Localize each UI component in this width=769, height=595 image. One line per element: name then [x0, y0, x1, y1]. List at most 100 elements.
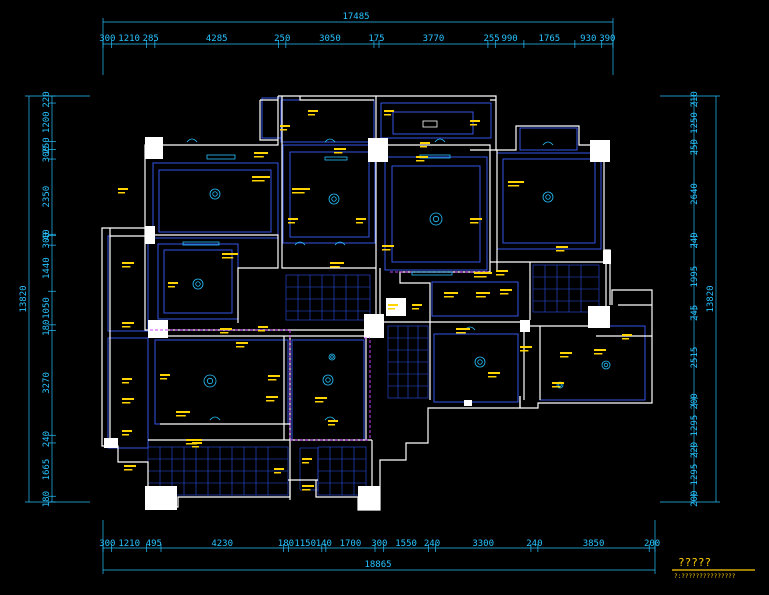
ceiling-annotation-mark [388, 308, 395, 310]
ceiling-annotation-mark [122, 402, 131, 404]
bottom_dims-dimension: 180 [278, 539, 294, 549]
linear-light-icon [206, 154, 236, 160]
ceiling-light-core-icon [432, 215, 440, 223]
ceiling-annotation-mark [266, 400, 275, 402]
left_dims-dimension: 40 [42, 229, 52, 240]
ceiling-annotation-mark [560, 356, 569, 358]
ceiling-annotation-marks [118, 110, 632, 491]
ceiling-annotation-mark [258, 330, 265, 332]
top_dims-dimension: 300 [99, 34, 115, 44]
ceiling-annotation-mark [500, 293, 509, 295]
left_dims-dimension: 220 [42, 91, 52, 107]
top_dims-dimension: 990 [501, 34, 517, 44]
ceiling-annotation-mark [252, 180, 265, 182]
bottom_dims-dimension: 1210 [118, 539, 140, 549]
ceiling-annotation-mark [444, 296, 454, 298]
right_dims-dimension: 2515 [690, 347, 700, 369]
right_dims-dimension: 1995 [690, 266, 700, 288]
ceiling-light-icon [429, 212, 443, 226]
ceiling-light-core-icon [603, 362, 609, 368]
ceiling-annotation-mark [268, 379, 277, 381]
bottom_dims-dimension: 3850 [583, 539, 605, 549]
downlight-icon [186, 138, 198, 143]
ceiling-annotation-mark [315, 397, 327, 399]
ceiling-annotation-mark [496, 274, 505, 276]
ceiling-annotation-mark [496, 270, 508, 272]
left_dims-dimension: 180 [42, 320, 52, 336]
ceiling-annotation-mark [288, 222, 295, 224]
top_dims-dimension: 250 [274, 34, 290, 44]
top_dims-dimension: 930 [580, 34, 596, 44]
overall-right-dimension: 13820 [706, 285, 716, 312]
ceiling-light-core-icon [195, 281, 201, 287]
downlight-icon [434, 138, 446, 143]
bottom_dims-dimension: 140 [316, 539, 332, 549]
bottom_dims-dimension: 240 [424, 539, 440, 549]
ceiling-annotation-mark [220, 332, 229, 334]
ceiling-annotation-mark [292, 188, 310, 190]
ceiling-annotation-mark [220, 328, 232, 330]
dimension-lines [25, 18, 720, 574]
ceiling-light-icon [322, 374, 334, 386]
ceiling-annotation-mark [594, 353, 603, 355]
ceiling-annotation-mark [508, 185, 520, 187]
ceiling-annotation-mark [254, 156, 264, 158]
ceiling-annotation-mark [308, 114, 315, 116]
ceiling-annotation-mark [122, 262, 134, 264]
ceiling-annotation-mark [476, 292, 490, 294]
hidden-lines [150, 271, 490, 441]
ceiling-annotation-mark [168, 282, 178, 284]
ceiling-annotation-mark [552, 382, 564, 384]
ceiling-annotation-mark [508, 181, 524, 183]
left_dims-dimension: 300 [42, 232, 52, 248]
linear-light-icon [324, 156, 348, 161]
left_dims-dimension: 180 [42, 491, 52, 507]
bottom_dims-dimension: 495 [146, 539, 162, 549]
downlight-icon [209, 416, 221, 421]
bottom_dims-dimension: 200 [644, 539, 660, 549]
ceiling-light-icon [328, 353, 336, 361]
right_dims-dimension: 1295 [690, 415, 700, 437]
ceiling-annotation-mark [356, 218, 366, 220]
top_dims-dimension: 255 [483, 34, 499, 44]
left_dims-dimension: 240 [42, 431, 52, 447]
ceiling-annotation-mark [122, 430, 132, 432]
right_dims-dimension: 2640 [690, 183, 700, 205]
ceiling-light-icon [192, 278, 204, 290]
ceiling-annotation-mark [420, 142, 430, 144]
ceiling-annotation-mark [556, 246, 568, 248]
top_dims-dimension: 390 [599, 34, 615, 44]
ceiling-annotation-mark [118, 188, 128, 190]
exhaust-fan-icon [422, 120, 438, 128]
downlight-icon [542, 141, 554, 146]
bottom_dims-dimension: 1700 [340, 539, 362, 549]
ceiling-annotation-mark [556, 250, 565, 252]
drawing-subtitle: ?:??????????????? [674, 573, 736, 580]
ceiling-annotation-mark [560, 352, 572, 354]
ceiling-annotation-mark [280, 129, 287, 131]
ceiling-annotation-mark [124, 465, 136, 467]
top_dims-dimension: 4285 [206, 34, 228, 44]
linear-light-icon [182, 241, 220, 246]
ceiling-annotation-mark [520, 346, 532, 348]
ceiling-annotation-mark [474, 272, 492, 274]
ceiling-annotation-mark [192, 442, 202, 444]
ceiling-annotation-mark [292, 192, 305, 194]
left_dims-dimension: 1665 [42, 459, 52, 481]
downlight-icon [334, 241, 346, 246]
ceiling-light-core-icon [212, 191, 218, 197]
ceiling-annotation-mark [122, 382, 129, 384]
ceiling-annotation-mark [274, 468, 284, 470]
ceiling-annotation-mark [328, 420, 338, 422]
ceiling-annotation-mark [330, 266, 340, 268]
linear-light-icon [411, 271, 453, 276]
ceiling-annotation-mark [456, 328, 470, 330]
right_dims-dimension: 200 [690, 491, 700, 507]
top_dims-dimension: 285 [143, 34, 159, 44]
ceiling-annotation-mark [330, 262, 344, 264]
ceiling-annotation-mark [122, 326, 131, 328]
ceiling-annotation-mark [412, 304, 422, 306]
